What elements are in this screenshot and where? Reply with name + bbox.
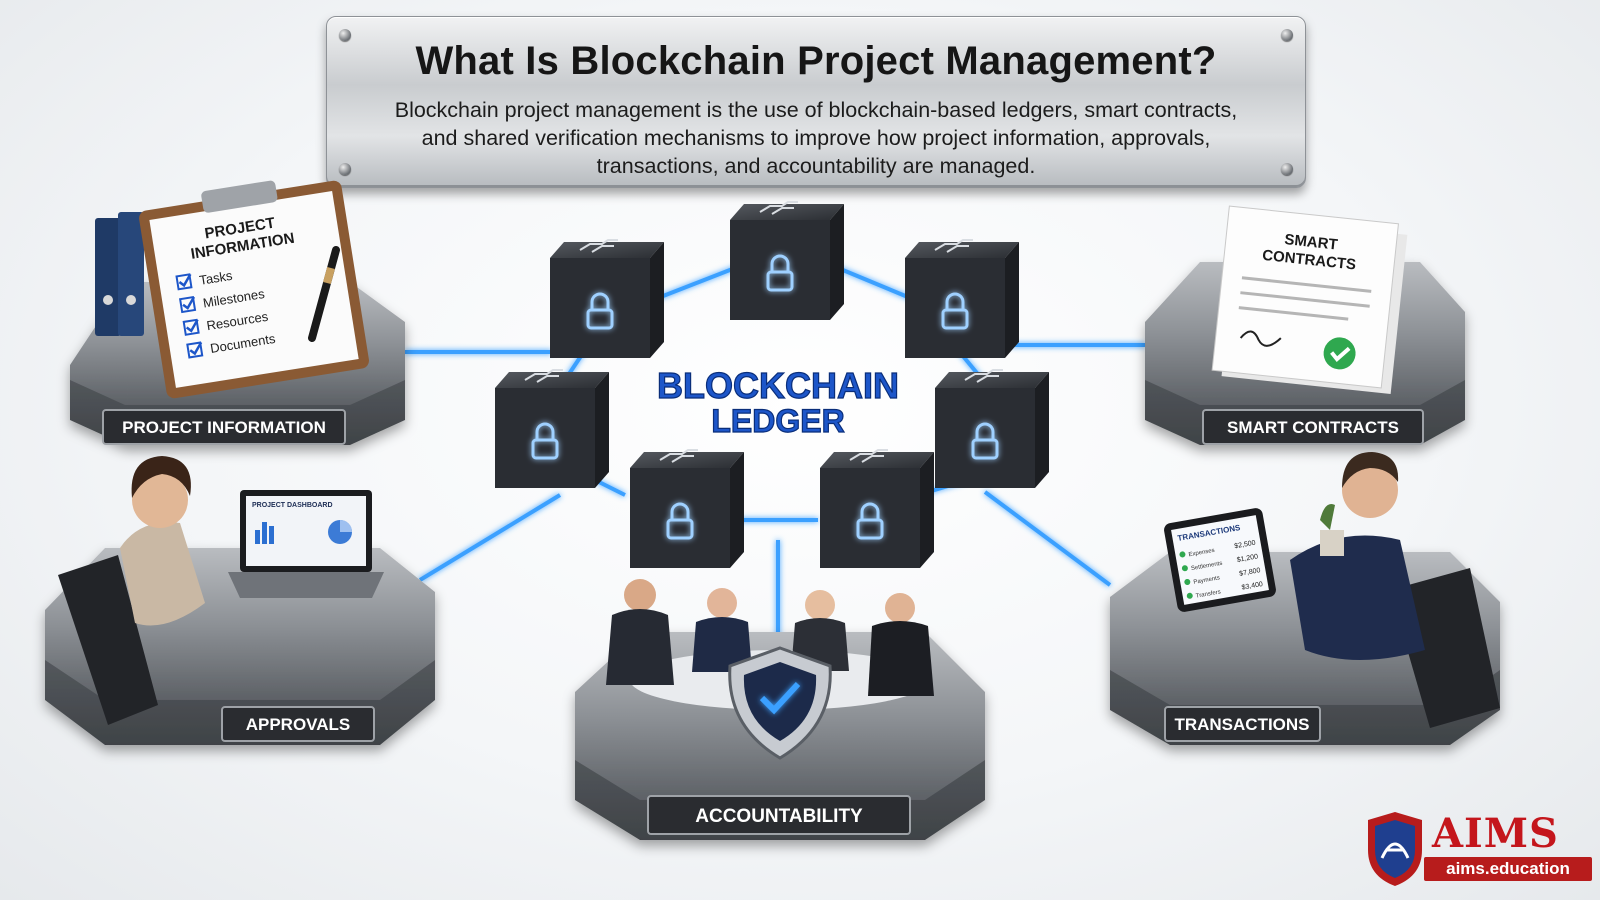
- laptop-icon: PROJECT DASHBOARD: [228, 490, 384, 598]
- lock-icon: [856, 502, 884, 540]
- screw-icon: [339, 163, 351, 175]
- chain-link: [837, 266, 916, 302]
- connector-approvals: [418, 493, 562, 582]
- svg-text:TRANSACTIONS: TRANSACTIONS: [1174, 715, 1309, 734]
- lock-icon: [586, 292, 614, 330]
- blockchain-cube: [820, 449, 934, 568]
- clipboard-item: Tasks: [198, 268, 234, 288]
- svg-text:PROJECT INFORMATION: PROJECT INFORMATION: [122, 418, 326, 437]
- lock-icon: [941, 292, 969, 330]
- blockchain-cube: [550, 239, 664, 358]
- screw-icon: [1281, 163, 1293, 175]
- binders-icon: [95, 212, 144, 336]
- svg-text:APPROVALS: APPROVALS: [246, 715, 351, 734]
- blockchain-cube: [495, 369, 609, 488]
- person-2: [692, 588, 752, 672]
- blockchain-cube: [730, 201, 844, 320]
- label-approvals: APPROVALS: [221, 706, 375, 742]
- screw-icon: [1281, 29, 1293, 41]
- page-subtitle: Blockchain project management is the use…: [394, 98, 1238, 178]
- tablet-row-amount: $1,200: [1236, 553, 1258, 564]
- laptop-screen-title: PROJECT DASHBOARD: [252, 502, 333, 509]
- label-project-information: PROJECT INFORMATION: [102, 409, 346, 445]
- tablet-row-amount: $2,500: [1234, 540, 1256, 551]
- label-smart-contracts: SMART CONTRACTS: [1202, 409, 1424, 445]
- tablet-row-amount: $3,400: [1241, 581, 1263, 592]
- svg-text:ACCOUNTABILITY: ACCOUNTABILITY: [695, 806, 863, 827]
- tablet-row-label: Payments: [1193, 575, 1220, 586]
- blockchain-cubes: [495, 201, 1049, 568]
- screw-icon: [339, 29, 351, 41]
- connector-transactions: [983, 490, 1112, 587]
- tablet-row-label: Settlements: [1191, 561, 1223, 572]
- lock-icon: [766, 254, 794, 292]
- team-meeting: [606, 579, 934, 710]
- tablet-rows: Expenses $2,500 Settlements $1,200 Payme…: [1179, 540, 1264, 600]
- aims-logo: AIMS aims.education: [1360, 810, 1592, 890]
- plant-icon: [1320, 504, 1335, 530]
- office-chair: [1390, 568, 1500, 728]
- shield-check-icon: [728, 646, 832, 760]
- aims-wordmark: AIMS: [1432, 810, 1559, 857]
- aims-url: aims.education: [1424, 857, 1592, 881]
- blockchain-cube: [905, 239, 1019, 358]
- ledger-title-line1: BLOCKCHAIN: [657, 365, 899, 406]
- person-4: [868, 593, 934, 696]
- label-accountability: ACCOUNTABILITY: [647, 795, 911, 835]
- tablet-row-amount: $7,800: [1239, 567, 1261, 578]
- contract-document-icon: SMART CONTRACTS: [1211, 205, 1408, 394]
- clipboard-icon: PROJECT INFORMATION Tasks Milestones Res…: [139, 180, 369, 399]
- pen-icon: [308, 246, 340, 342]
- person-1: [606, 579, 674, 685]
- lock-icon: [531, 422, 559, 460]
- tablet-row-label: Transfers: [1195, 589, 1221, 599]
- page-title: What Is Blockchain Project Management?: [415, 39, 1217, 83]
- signature-icon: [1239, 330, 1282, 347]
- person-man-tablet: [1290, 452, 1500, 728]
- tablet-icon: TRANSACTIONS Expenses $2,500 Settlements…: [1164, 508, 1276, 612]
- contract-title-line1: SMART: [1284, 231, 1339, 253]
- tablet-row-label: Expenses: [1188, 548, 1215, 558]
- aims-emblem-icon: [1368, 812, 1422, 886]
- lock-icon: [666, 502, 694, 540]
- check-badge-icon: [1323, 337, 1356, 370]
- person-woman-laptop: [58, 456, 205, 725]
- lock-icon: [971, 422, 999, 460]
- blockchain-cube: [935, 369, 1049, 488]
- ledger-title-line2: LEDGER: [711, 403, 844, 439]
- title-plate: What Is Blockchain Project Management? B…: [326, 16, 1306, 188]
- office-chair: [58, 555, 158, 725]
- label-transactions: TRANSACTIONS: [1164, 706, 1321, 742]
- svg-text:SMART CONTRACTS: SMART CONTRACTS: [1227, 418, 1399, 437]
- blockchain-cube: [630, 449, 744, 568]
